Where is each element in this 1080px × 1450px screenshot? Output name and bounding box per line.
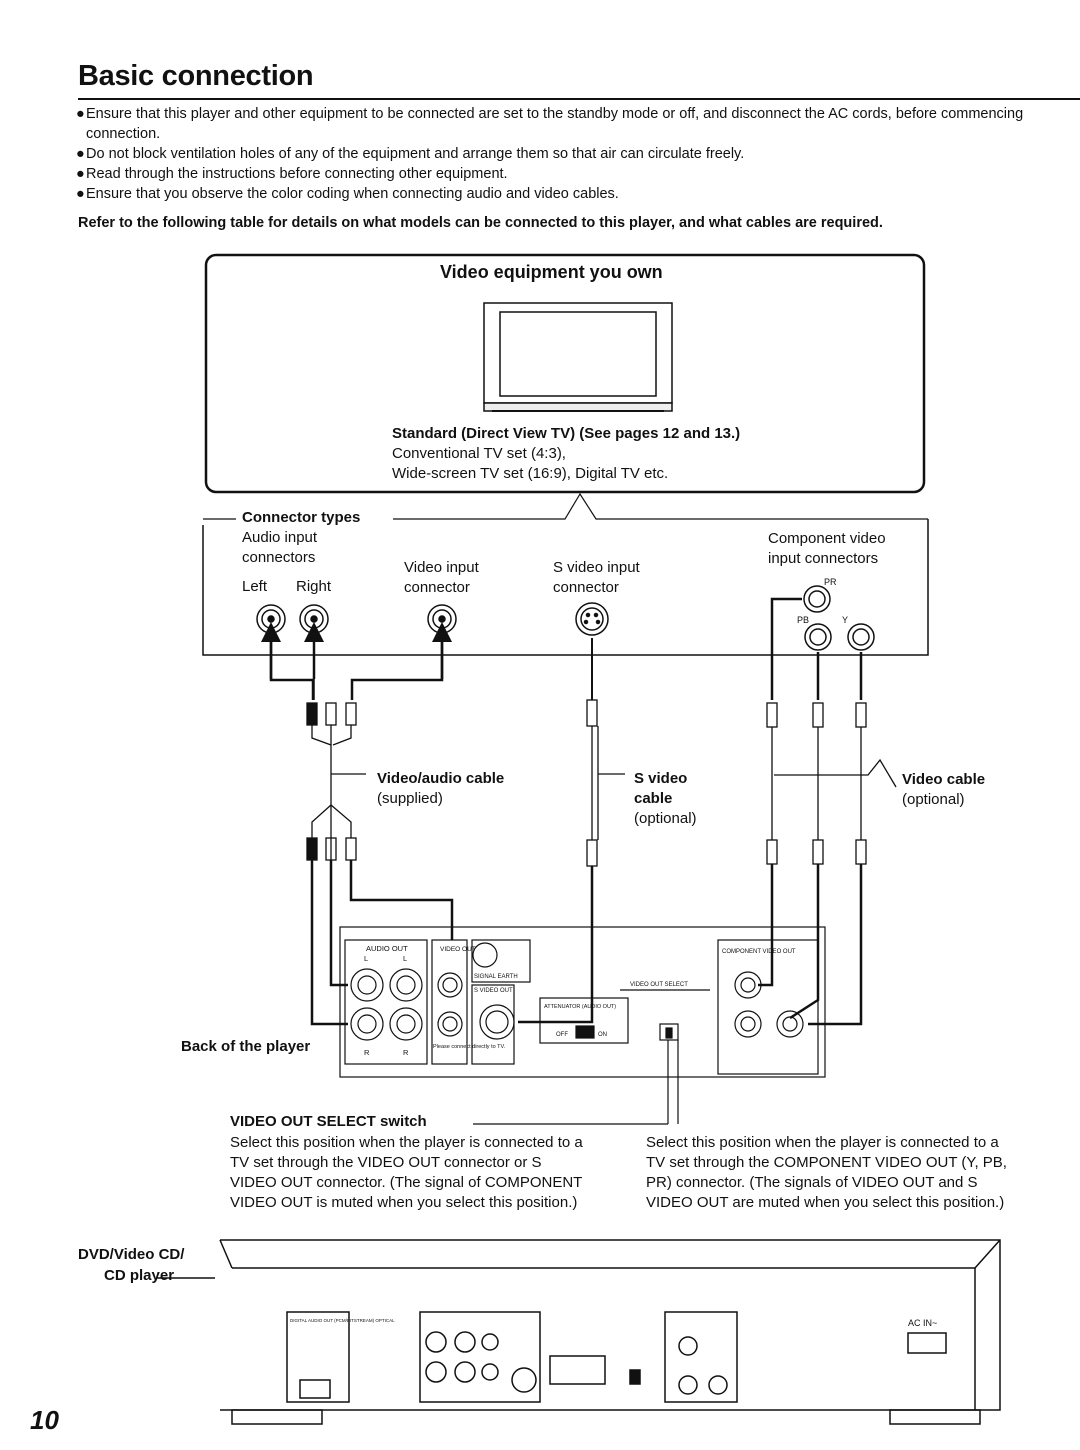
page-number: 10 [30, 1405, 59, 1435]
instruction-text: Ensure that this player and other equipm… [86, 106, 1024, 142]
y-label: Y [842, 615, 849, 625]
title-rule [78, 98, 1080, 100]
panel-l2: L [403, 954, 407, 963]
pb-label: PB [797, 615, 810, 625]
ac-in-label: AC IN~ [908, 1318, 937, 1328]
audio-connectors-label: connectors [242, 549, 316, 566]
pr-label: PR [824, 577, 837, 587]
component-video-label: Component video [768, 530, 886, 547]
switch-label: VIDEO OUT SELECT switch [230, 1113, 427, 1130]
switch-left-line4: VIDEO OUT is muted when you select this … [230, 1194, 578, 1211]
player-back-panel [339, 926, 826, 1125]
switch-right-line4: VIDEO OUT are muted when you select this… [646, 1194, 1005, 1211]
panel-r: R [364, 1048, 370, 1057]
instruction-item: ●Do not block ventilation holes of any o… [76, 144, 1066, 164]
tv-caption-title: Standard (Direct View TV) (See pages 12 … [392, 425, 741, 442]
right-label: Right [296, 578, 332, 595]
video-connector-label: connector [404, 579, 470, 596]
switch-left-line1: Select this position when the player is … [230, 1134, 583, 1151]
tv-caption-line1: Conventional TV set (4:3), [392, 445, 566, 462]
sv-cable-note: (optional) [634, 810, 697, 827]
audio-input-label: Audio input [242, 529, 318, 546]
panel-please-connect: Please connect directly to TV. [433, 1044, 506, 1050]
svideo-input-label: S video input [553, 559, 640, 576]
instruction-text: Do not block ventilation holes of any of… [86, 146, 745, 162]
bullet-icon: ● [76, 166, 85, 182]
switch-left-line2: TV set through the VIDEO OUT connector o… [230, 1154, 542, 1171]
connector-types-heading: Connector types [242, 509, 361, 526]
panel-video-out: VIDEO OUT [440, 946, 476, 953]
switch-right-line2: TV set through the COMPONENT VIDEO OUT (… [646, 1154, 1007, 1171]
panel-component-video-out: COMPONENT VIDEO OUT [722, 949, 796, 955]
page-title: Basic connection [78, 60, 314, 92]
panel-on: ON [598, 1032, 607, 1038]
digital-audio-out-label: DIGITAL AUDIO OUT (PCM/BITSTREAM) OPTICA… [290, 1318, 395, 1323]
player-body [157, 1239, 1001, 1425]
panel-s-video-out: S VIDEO OUT [474, 988, 513, 994]
panel-video-out-select: VIDEO OUT SELECT [630, 982, 688, 988]
equipment-heading: Video equipment you own [440, 262, 663, 282]
instruction-list: ●Ensure that this player and other equip… [76, 104, 1066, 204]
left-label: Left [242, 578, 268, 595]
panel-attenuator: ATTENUATOR (AUDIO OUT) [544, 1004, 616, 1010]
instruction-item: ●Read through the instructions before co… [76, 164, 1066, 184]
instruction-text: Ensure that you observe the color coding… [86, 186, 619, 202]
va-cable-note: (supplied) [377, 790, 443, 807]
sv-cable-name1: S video [634, 770, 688, 787]
player-label-line2: CD player [104, 1267, 175, 1284]
bullet-icon: ● [76, 186, 85, 202]
instruction-item: ●Ensure that this player and other equip… [76, 104, 1066, 144]
instruction-item: ●Ensure that you observe the color codin… [76, 184, 1066, 204]
refer-note: Refer to the following table for details… [78, 215, 883, 231]
connector-types-box [202, 519, 929, 656]
panel-off: OFF [556, 1032, 568, 1038]
svideo-connector-label: connector [553, 579, 619, 596]
switch-right-line1: Select this position when the player is … [646, 1134, 999, 1151]
vc-cable-name: Video cable [902, 771, 986, 788]
panel-l: L [364, 954, 368, 963]
sv-cable-name2: cable [634, 790, 673, 807]
switch-right-line3: PR) connector. (The signals of VIDEO OUT… [646, 1174, 978, 1191]
player-label-line1: DVD/Video CD/ [78, 1246, 185, 1263]
bullet-icon: ● [76, 106, 85, 122]
instruction-text: Read through the instructions before con… [86, 166, 508, 182]
vc-cable-note: (optional) [902, 791, 965, 808]
switch-left-line3: VIDEO OUT connector. (The signal of COMP… [230, 1174, 583, 1191]
tv-caption-line2: Wide-screen TV set (16:9), Digital TV et… [392, 465, 669, 482]
panel-audio-out: AUDIO OUT [366, 944, 408, 953]
va-cable-name: Video/audio cable [377, 770, 505, 787]
panel-r2: R [403, 1048, 409, 1057]
video-input-label: Video input [404, 559, 479, 576]
equipment-box [204, 253, 926, 494]
tv-icon [483, 302, 673, 412]
bullet-icon: ● [76, 146, 85, 162]
panel-signal-earth: SIGNAL EARTH [474, 974, 518, 980]
component-connectors-label: input connectors [768, 550, 879, 567]
back-of-player-label: Back of the player [181, 1038, 311, 1055]
